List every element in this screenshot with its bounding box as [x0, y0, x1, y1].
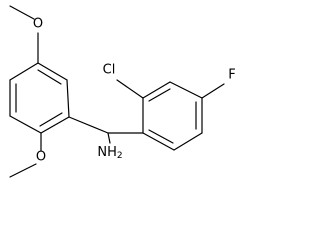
double-bond-inner — [37, 69, 62, 85]
double-bond-inner — [148, 129, 174, 144]
amine-nh: NH — [97, 145, 117, 160]
chloro-label: Cl — [103, 63, 116, 78]
amine-label: NH2 — [97, 145, 122, 162]
bond — [9, 62, 39, 81]
methoxy-top-oxygen-label: O — [33, 17, 43, 32]
bond-methoxy-top-methyl — [9, 5, 35, 20]
amine-subscript: 2 — [117, 151, 123, 161]
chemical-structure: O O Cl F NH2 — [9, 5, 236, 178]
bond — [66, 79, 70, 118]
bond-chloro — [116, 79, 144, 99]
atom-labels: O O Cl F NH2 — [33, 17, 236, 165]
bond-methoxy-bottom-methyl — [9, 163, 37, 178]
bond-ch-to-amine — [107, 132, 111, 144]
methoxy-bottom-oxygen-label: O — [36, 150, 46, 165]
bond — [169, 81, 203, 99]
right-ring-bonds — [142, 81, 203, 151]
bond — [142, 81, 171, 99]
bond — [173, 132, 203, 151]
bond-fluoro — [201, 83, 225, 99]
double-bond-inner — [148, 88, 171, 102]
double-bond-inner — [39, 112, 63, 127]
left-ring-bonds — [9, 62, 70, 134]
bond — [9, 115, 42, 134]
bond — [142, 132, 175, 151]
bond-left-ring-to-ch — [68, 116, 109, 134]
bond — [37, 62, 68, 81]
fluoro-label: F — [228, 68, 235, 83]
substituent-bonds — [9, 5, 225, 178]
bond — [40, 116, 70, 134]
